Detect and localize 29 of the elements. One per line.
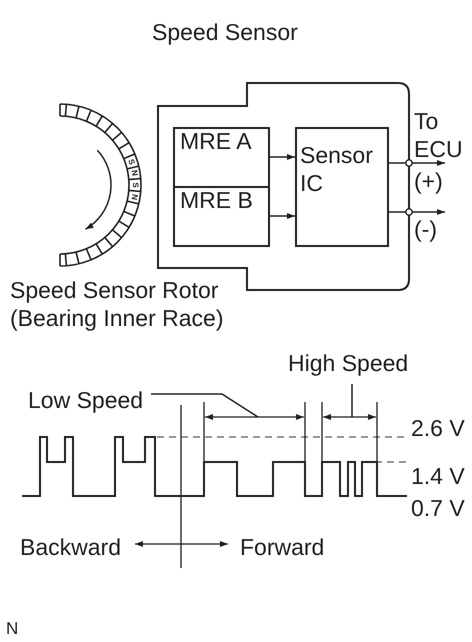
arrow	[270, 154, 295, 160]
arrow	[389, 160, 445, 166]
diagram-title: Speed Sensor	[152, 19, 298, 45]
voltage-label: 2.6 V	[411, 415, 465, 441]
edge-label: (-)	[414, 216, 437, 242]
ic-block	[295, 127, 389, 247]
figure-code: N	[6, 620, 18, 637]
callout-text: Low Speed	[28, 387, 145, 413]
pole-letter: N	[130, 193, 138, 200]
direction-label: Backward	[20, 534, 121, 560]
pole-letter: S	[131, 182, 139, 188]
block-label: Sensor IC	[300, 141, 374, 197]
voltage-label: 1.4 V	[411, 463, 465, 489]
arrow	[270, 213, 295, 219]
block-label: MRE A	[180, 130, 253, 153]
block-label: MRE B	[180, 189, 254, 212]
voltage-label: 0.7 V	[411, 495, 465, 521]
direction-label: Forward	[240, 534, 324, 560]
rotor-caption: Speed Sensor Rotor (Bearing Inner Race)	[10, 276, 224, 332]
arrow	[389, 209, 445, 215]
pole-letter: S	[126, 158, 136, 166]
pole-letter: N	[130, 170, 138, 177]
output-label: To ECU	[414, 107, 470, 163]
edge-label: (+)	[414, 168, 443, 194]
element-block	[173, 186, 270, 247]
element-block	[173, 127, 270, 188]
leader-line	[151, 393, 258, 418]
leader-line	[351, 384, 353, 417]
callout-text: High Speed	[288, 350, 410, 376]
